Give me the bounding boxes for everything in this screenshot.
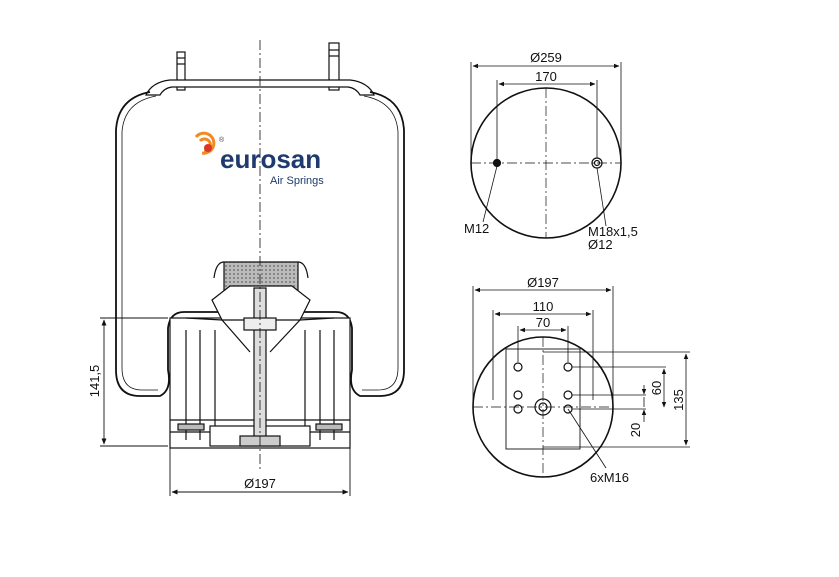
registered-mark: ® — [219, 136, 225, 144]
outer-spacing-label: 110 — [533, 299, 554, 314]
vertical-60-label: 60 — [649, 381, 664, 395]
stud-spacing-label: 170 — [535, 69, 557, 84]
piston-diameter-label: Ø197 — [244, 476, 276, 491]
vertical-20-label: 20 — [628, 423, 643, 437]
brand-subtitle: Air Springs — [270, 175, 324, 187]
m18-label: M18x1,5 — [588, 224, 638, 239]
vertical-135-label: 135 — [671, 389, 686, 411]
top-bead-plate — [145, 79, 375, 96]
side-view — [100, 40, 405, 496]
height-label: 141,5 — [87, 365, 102, 398]
mounting-stud-left — [176, 51, 186, 91]
center-nut — [534, 398, 552, 416]
top-plate-diameter-label: Ø259 — [530, 50, 562, 65]
bottom-plate-diameter-label: Ø197 — [527, 275, 559, 290]
bolt-label: 6xM16 — [590, 470, 629, 485]
dimension-piston-diameter — [169, 448, 351, 496]
bottom-plate-view — [472, 286, 690, 478]
m12-label: M12 — [464, 221, 489, 236]
m18-diameter-label: Ø12 — [588, 237, 613, 252]
mounting-stud-right — [328, 42, 340, 91]
inner-spacing-label: 70 — [536, 315, 550, 330]
m12-hole — [492, 158, 502, 168]
top-plate-view — [470, 62, 622, 239]
brand-name: eurosan — [220, 144, 321, 174]
bolt-plate — [505, 348, 581, 450]
eurosan-logo: ® eurosan Air Springs — [194, 131, 324, 187]
dimension-height — [100, 317, 168, 447]
